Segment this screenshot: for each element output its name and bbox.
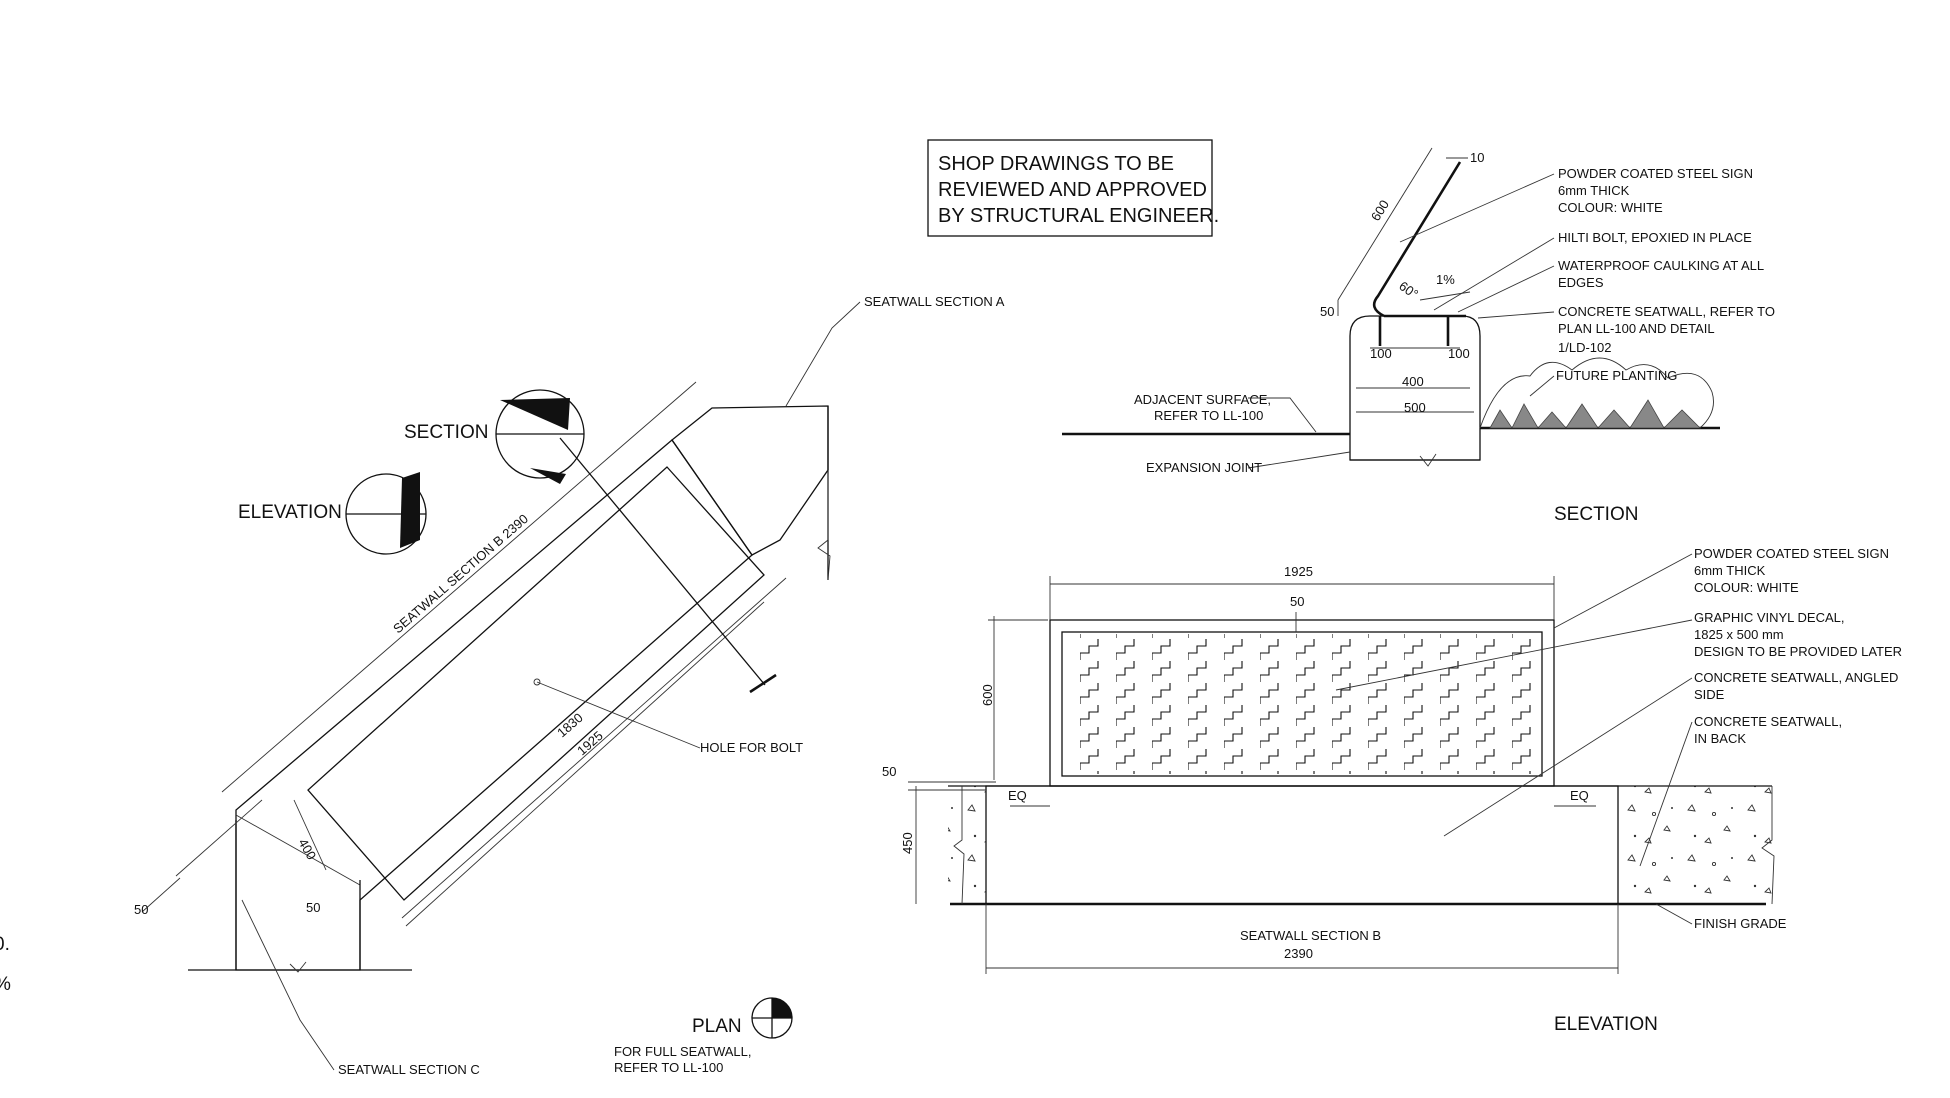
elevation-marker: ELEVATION bbox=[238, 472, 427, 555]
section-dim-100-right: 100 bbox=[1448, 346, 1470, 361]
section-sign-line-1: POWDER COATED STEEL SIGN bbox=[1558, 166, 1753, 181]
note-box-frame bbox=[927, 139, 1213, 237]
plan-dim-1925: 1925 bbox=[574, 728, 606, 758]
hole-for-bolt-label: HOLE FOR BOLT bbox=[700, 740, 803, 755]
plan-title: PLAN bbox=[692, 1016, 742, 1037]
section-marker-label: SECTION bbox=[404, 422, 488, 443]
section-sign-line-2: 6mm THICK bbox=[1558, 183, 1630, 198]
elevation-dim-1925: 1925 bbox=[1284, 564, 1313, 579]
elevation-marker-label: ELEVATION bbox=[238, 502, 342, 523]
note-line-3: BY STRUCTURAL ENGINEER. bbox=[938, 205, 1219, 227]
section-sign-line-3: COLOUR: WHITE bbox=[1558, 200, 1663, 215]
expansion-joint-label: EXPANSION JOINT bbox=[1146, 460, 1262, 475]
section-title: SECTION bbox=[1554, 504, 1638, 525]
plan-section-cut-line bbox=[559, 437, 766, 686]
seatwall-c-label: SEATWALL SECTION C bbox=[338, 1062, 480, 1077]
elevation-dim-450: 450 bbox=[900, 832, 915, 854]
elevation-title: ELEVATION bbox=[1554, 1014, 1658, 1035]
adjacent-surface-line-2: REFER TO LL-100 bbox=[1154, 408, 1263, 423]
future-planting-shape bbox=[1479, 357, 1714, 429]
section-dim-1pct: 1% bbox=[1436, 272, 1455, 287]
plan-dim-50-right: 50 bbox=[306, 900, 320, 915]
section-marker: SECTION bbox=[404, 389, 585, 484]
elevation-view: POWDER COATED STEEL SIGN 6mm THICK COLOU… bbox=[882, 546, 1902, 1035]
decal-line-2: 1825 x 500 mm bbox=[1694, 627, 1784, 642]
dim-line-1925 bbox=[401, 577, 787, 919]
seatwall-a-body bbox=[671, 405, 829, 556]
elevation-seatwall-base bbox=[985, 785, 1619, 905]
section-caulk-line-2: EDGES bbox=[1558, 275, 1604, 290]
section-conc-line-3: 1/LD-102 bbox=[1558, 340, 1611, 355]
in-back-line-2: IN BACK bbox=[1694, 731, 1746, 746]
plan-note-line-2: REFER TO LL-100 bbox=[614, 1060, 723, 1075]
elevation-dim-2390: 2390 bbox=[1284, 946, 1313, 961]
elevation-dim-600: 600 bbox=[980, 684, 995, 706]
graphic-vinyl-decal bbox=[1064, 634, 1540, 774]
dim-line-2390 bbox=[221, 381, 697, 793]
elevation-seatwall-b-label: SEATWALL SECTION B bbox=[1240, 928, 1381, 943]
section-dim-600: 600 bbox=[1368, 197, 1392, 223]
plan-view: SEATWALL SECTION A HOLE FOR BOLT SEATWAL… bbox=[134, 294, 1005, 1077]
angled-side-line-2: SIDE bbox=[1694, 687, 1725, 702]
section-view: POWDER COATED STEEL SIGN 6mm THICK COLOU… bbox=[1062, 147, 1775, 525]
plan-sign-panel bbox=[307, 466, 765, 901]
decal-line-3: DESIGN TO BE PROVIDED LATER bbox=[1694, 644, 1902, 659]
shop-drawings-note: SHOP DRAWINGS TO BE REVIEWED AND APPROVE… bbox=[927, 139, 1219, 237]
dim-line-1830 bbox=[405, 601, 765, 927]
section-caulk-line-1: WATERPROOF CAULKING AT ALL bbox=[1558, 258, 1764, 273]
note-line-1: SHOP DRAWINGS TO BE bbox=[938, 153, 1174, 175]
elevation-sign-line-1: POWDER COATED STEEL SIGN bbox=[1694, 546, 1889, 561]
section-conc-line-1: CONCRETE SEATWALL, REFER TO bbox=[1558, 304, 1775, 319]
finish-grade-label: FINISH GRADE bbox=[1694, 916, 1787, 931]
plan-dim-50-left: 50 bbox=[134, 902, 148, 917]
plan-title-block: PLAN FOR FULL SEATWALL, REFER TO LL-100 bbox=[614, 997, 793, 1075]
margin-fragment-1: 0. bbox=[0, 934, 10, 955]
elevation-sign-line-3: COLOUR: WHITE bbox=[1694, 580, 1799, 595]
future-planting-label: FUTURE PLANTING bbox=[1556, 368, 1677, 383]
in-back-line-1: CONCRETE SEATWALL, bbox=[1694, 714, 1842, 729]
section-hilti-label: HILTI BOLT, EPOXIED IN PLACE bbox=[1558, 230, 1752, 245]
decal-line-1: GRAPHIC VINYL DECAL, bbox=[1694, 610, 1845, 625]
elevation-dim-50-top: 50 bbox=[1290, 594, 1304, 609]
section-dim-60deg: 60° bbox=[1396, 278, 1421, 302]
plan-dim-1830: 1830 bbox=[554, 710, 586, 740]
elevation-sign-frame bbox=[1049, 619, 1555, 787]
margin-fragment-2: % bbox=[0, 974, 11, 995]
elevation-eq-right: EQ bbox=[1570, 788, 1589, 803]
section-dim-50: 50 bbox=[1320, 304, 1334, 319]
section-conc-line-2: PLAN LL-100 AND DETAIL bbox=[1558, 321, 1715, 336]
adjacent-surface-line-1: ADJACENT SURFACE, bbox=[1134, 392, 1271, 407]
angled-side-line-1: CONCRETE SEATWALL, ANGLED bbox=[1694, 670, 1898, 685]
plan-dim-400: 400 bbox=[295, 836, 319, 862]
section-dim-500: 500 bbox=[1404, 400, 1426, 415]
section-dim-100-left: 100 bbox=[1370, 346, 1392, 361]
elevation-dim-50-side: 50 bbox=[882, 764, 896, 779]
plan-note-line-1: FOR FULL SEATWALL, bbox=[614, 1044, 752, 1059]
section-dim-400: 400 bbox=[1402, 374, 1424, 389]
elevation-sign-line-2: 6mm THICK bbox=[1694, 563, 1766, 578]
section-dim-10: 10 bbox=[1470, 150, 1484, 165]
seatwall-a-label: SEATWALL SECTION A bbox=[864, 294, 1005, 309]
elevation-eq-left: EQ bbox=[1008, 788, 1027, 803]
section-sign-plate bbox=[1372, 161, 1462, 318]
note-line-2: REVIEWED AND APPROVED bbox=[938, 179, 1207, 201]
